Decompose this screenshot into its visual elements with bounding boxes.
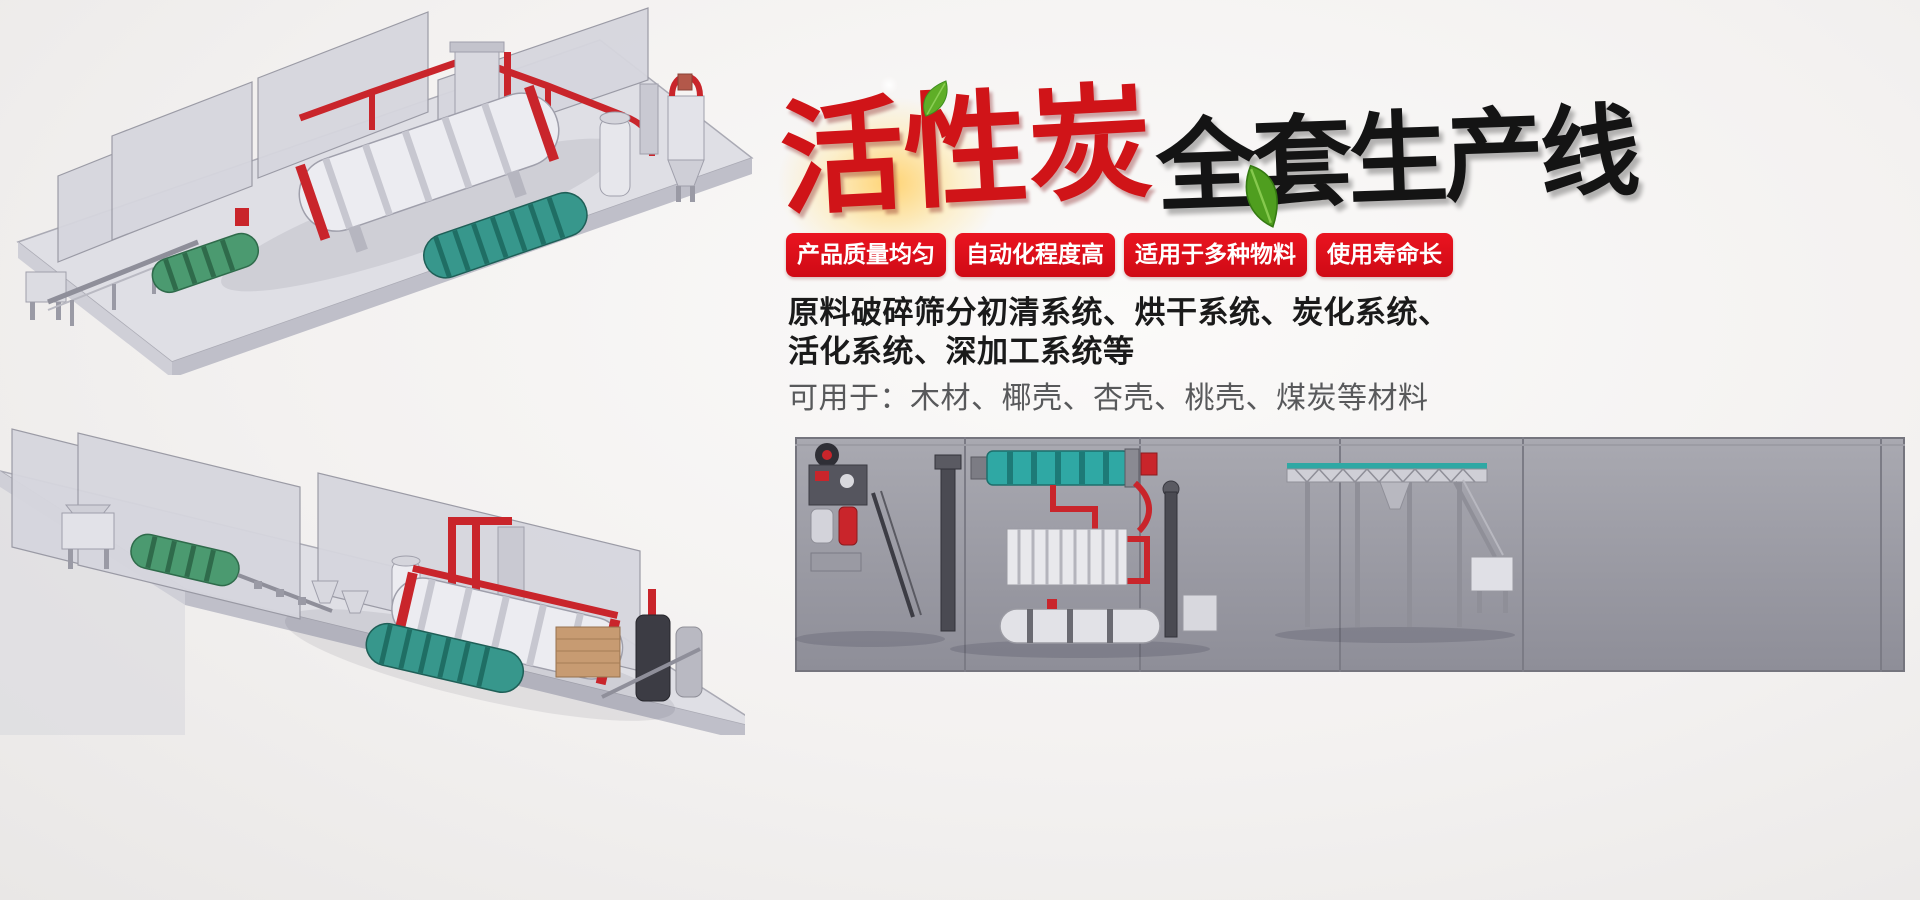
- production-line-render-top: [0, 0, 770, 375]
- red-unit-small: [235, 208, 249, 226]
- title-black-text: 全套生产线: [1154, 92, 1638, 227]
- dryer-cylinder: [970, 448, 1158, 488]
- transfer-conveyor: [237, 573, 369, 614]
- activation-drum: [365, 622, 525, 693]
- crusher-unit: [61, 504, 115, 569]
- mill-group: [808, 443, 922, 618]
- brick-furnace: [555, 626, 621, 678]
- cooling-drum: [423, 192, 588, 279]
- description-line-2: 活化系统、深加工系统等: [788, 334, 1135, 370]
- lower-kiln: [999, 599, 1161, 644]
- production-line-render-bottom: [0, 375, 745, 735]
- badge-materials: 适用于多种物料: [1124, 233, 1307, 277]
- bucket-elevator: [934, 454, 962, 632]
- quench-tanks: [601, 589, 703, 702]
- screening-drum: [151, 232, 260, 294]
- title-red-text: 活性炭: [776, 70, 1156, 234]
- floor-shadows: [795, 627, 1515, 658]
- badge-quality: 产品质量均匀: [786, 233, 946, 277]
- description-block: 原料破碎筛分初清系统、烘干系统、炭化系统、 活化系统、深加工系统等 可用于：木材…: [788, 294, 1450, 417]
- rotary-dryer: [295, 84, 560, 253]
- description-line-3: 可用于：木材、椰壳、杏壳、桃壳、煤炭等材料: [788, 381, 1429, 416]
- production-line-render-bottom-svg: [0, 428, 745, 735]
- production-line-panorama: [795, 437, 1905, 672]
- panorama-red-pipes: [1050, 480, 1152, 584]
- feature-badges: 产品质量均匀 自动化程度高 适用于多种物料 使用寿命长: [786, 233, 1453, 277]
- flare-highlight: [876, 72, 902, 98]
- conveyor-bridges: [1286, 463, 1514, 627]
- furnace-assembly: [639, 73, 705, 202]
- leaf-icon-2: [1245, 164, 1278, 228]
- panorama-svg: [795, 437, 1905, 672]
- production-line-render-top-svg: [16, 7, 754, 375]
- description-line-1: 原料破碎筛分初清系统、烘干系统、炭化系统、: [788, 295, 1450, 331]
- hero-title: 活性炭全套生产线: [740, 68, 1640, 298]
- elevator-2: [1162, 480, 1218, 638]
- heat-exchanger: [1006, 528, 1128, 586]
- leaf-icon: [923, 80, 948, 117]
- badge-lifespan: 使用寿命长: [1316, 233, 1453, 277]
- badge-automation: 自动化程度高: [955, 233, 1115, 277]
- screening-drum-2: [130, 533, 240, 587]
- cyclone-tank: [599, 111, 631, 197]
